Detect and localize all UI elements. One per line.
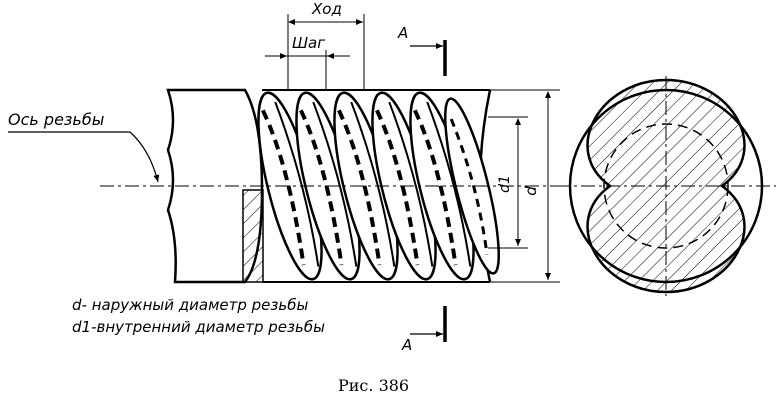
section-label-top: A <box>398 24 409 42</box>
diameter-dimensions <box>488 89 560 283</box>
figure-caption: Рис. 386 <box>338 376 410 395</box>
axis-label: Ось резьбы <box>8 110 105 129</box>
section-marks <box>410 40 447 342</box>
legend-d1: d1-внутренний диаметр резьбы <box>72 318 325 336</box>
d-label: d <box>521 186 540 196</box>
legend-d: d- наружный диаметр резьбы <box>72 296 309 314</box>
pitch-dimensions <box>265 14 365 90</box>
shank <box>166 88 264 284</box>
khod-label: Ход <box>312 0 342 18</box>
d1-label: d1 <box>496 175 513 193</box>
shag-label: Шаг <box>292 34 326 52</box>
cross-section <box>556 76 776 296</box>
section-label-bottom: A <box>402 336 413 354</box>
axis-leader <box>129 131 160 183</box>
